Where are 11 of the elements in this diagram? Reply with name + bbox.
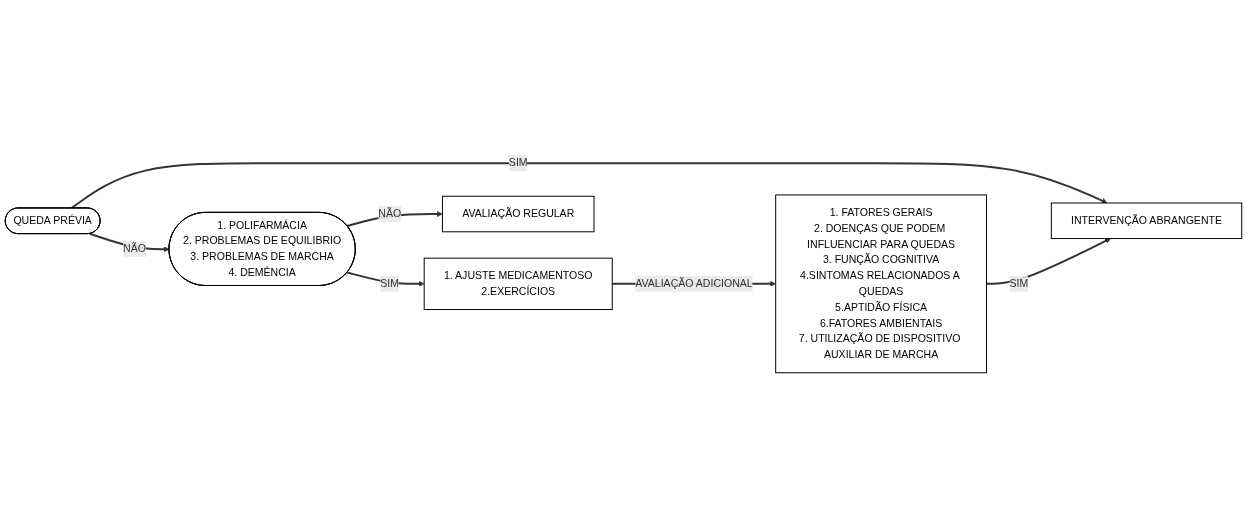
arrow — [985, 238, 1111, 285]
node-box: 1. FATORES GERAIS 2. DOENÇAS QUE PODEM INFLUENCIAR PARA QUEDAS 3. FUNÇÃO COGNITIVA 4.SINTOMAS RELACIONADOS A QUEDAS 5.APTIDÃO FÍSICA 6.FATORES AMBIENTAIS 7. UTILIZAÇÃO DE DISPOSITIVO AUXILIAR DE MARCHA — [775, 194, 987, 374]
edge-label: NÃO — [378, 208, 402, 220]
node-box: AVALIAÇÃO REGULAR — [441, 195, 595, 233]
node-box: INTERVENÇÃO ABRANGENTE — [1050, 202, 1243, 240]
edge-label: AVALIAÇÃO ADICIONAL — [635, 277, 753, 290]
edge-label: SIM — [1009, 277, 1029, 290]
edge-label: SIM — [508, 157, 528, 169]
node-box: 1. AJUSTE MEDICAMENTOSO 2.EXERCÍCIOS — [423, 257, 613, 311]
edge-label: SIM — [380, 277, 400, 290]
edge-label: NÃO — [123, 243, 146, 255]
